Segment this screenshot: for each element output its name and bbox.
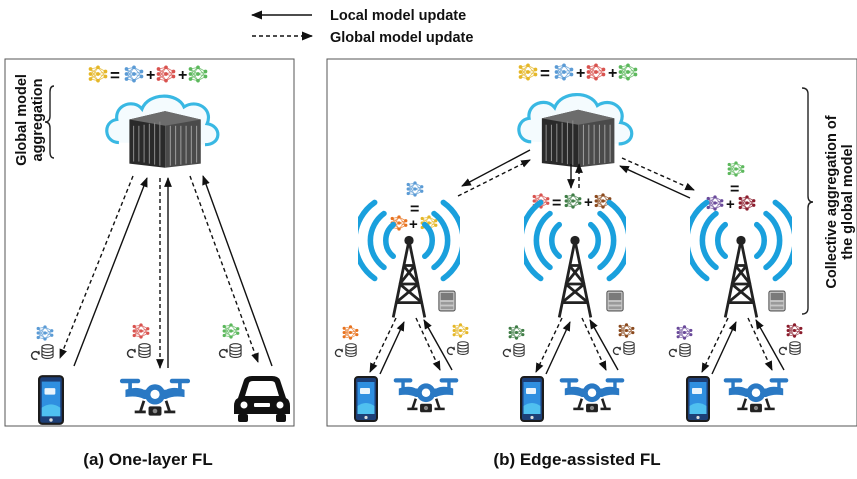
panel-b-aggregation-equation: = + + (518, 63, 638, 83)
neural-network-icon (564, 192, 582, 210)
cloud-server-icon (105, 94, 220, 170)
panel-a-side-label: Global model aggregation (14, 74, 46, 166)
edge-node-1: = + (355, 180, 463, 317)
sync-icon (612, 346, 622, 356)
panel-b-cloud-edge-arrows (457, 149, 695, 199)
sync-icon (30, 350, 41, 361)
neural-network-icon (508, 324, 525, 341)
drone-icon (722, 376, 790, 414)
database-icon (345, 343, 357, 357)
panel-b-side-label: Collective aggregation of the global mod… (824, 115, 856, 288)
sync-icon (126, 348, 137, 359)
database-icon (41, 344, 54, 359)
panel-b-devices (354, 376, 790, 422)
cloud-server-icon (517, 92, 634, 170)
svg-text:+: + (584, 194, 593, 211)
svg-text:=: = (730, 181, 739, 198)
neural-network-icon (738, 194, 756, 212)
svg-text:=: = (410, 201, 419, 218)
edge-server-icon (606, 290, 624, 312)
database-icon (623, 341, 635, 355)
svg-text:+: + (608, 65, 617, 82)
sync-icon (446, 346, 456, 356)
neural-network-icon (554, 63, 574, 81)
panel-a-side-label-line2: aggregation (30, 79, 46, 162)
neural-network-icon (618, 63, 638, 81)
panel-a-brace (44, 85, 55, 159)
neural-network-icon (132, 322, 150, 340)
drone-icon (392, 376, 460, 414)
svg-text:+: + (576, 65, 585, 82)
neural-network-icon (156, 65, 176, 83)
neural-network-icon (36, 324, 54, 342)
smartphone-icon (686, 376, 710, 422)
panel-b-side-label-line2: the global model (840, 144, 856, 259)
neural-network-icon (586, 63, 606, 81)
edge-node-3: = + (687, 160, 795, 317)
panel-edge-assisted-fl: = + + = + = (326, 58, 857, 469)
svg-text:=: = (110, 66, 120, 85)
database-icon (513, 343, 525, 357)
neural-network-icon (452, 322, 469, 339)
neural-network-icon (124, 65, 144, 83)
svg-text:+: + (178, 67, 187, 84)
database-icon (138, 343, 151, 358)
sync-icon (334, 348, 344, 358)
neural-network-icon (676, 324, 693, 341)
edge-server-icon (438, 290, 456, 312)
panel-a-caption: (a) One-layer FL (83, 450, 212, 469)
neural-network-icon (727, 160, 745, 178)
legend-local-label: Local model update (330, 8, 466, 24)
panel-b-edge-device-arrows (369, 317, 785, 375)
svg-text:+: + (726, 196, 735, 213)
neural-network-icon (222, 322, 240, 340)
sync-icon (218, 348, 229, 359)
sync-icon (668, 348, 678, 358)
sync-icon (778, 346, 788, 356)
database-icon (457, 341, 469, 355)
edge-server-icon (768, 290, 786, 312)
svg-text:=: = (552, 195, 561, 212)
panel-a-device-car (218, 322, 290, 422)
database-icon (679, 343, 691, 357)
neural-network-icon (342, 324, 359, 341)
panel-a-frame (4, 58, 295, 427)
neural-network-icon (188, 65, 208, 83)
database-icon (789, 341, 801, 355)
sync-icon (502, 348, 512, 358)
smartphone-icon (38, 375, 64, 425)
smartphone-icon (354, 376, 378, 422)
neural-network-icon (518, 63, 538, 81)
panel-a-device-phone (30, 324, 64, 425)
neural-network-icon (88, 65, 108, 83)
panel-a-aggregation-equation: = + + (88, 65, 208, 85)
svg-text:+: + (409, 216, 418, 233)
legend-global-label: Global model update (330, 30, 473, 46)
panel-a-side-label-line1: Global model (14, 74, 30, 166)
car-icon (234, 376, 290, 422)
panel-a-device-drone (118, 322, 192, 418)
drone-icon (558, 376, 626, 414)
panel-b-caption: (b) Edge-assisted FL (493, 450, 660, 469)
legend: Local model update Global model update (250, 8, 473, 46)
panel-one-layer-fl: Global model aggregation = + + (4, 58, 295, 469)
panel-b-brace (801, 87, 814, 315)
svg-text:=: = (540, 64, 550, 83)
drone-icon (118, 377, 192, 418)
panel-b-frame (326, 58, 857, 427)
database-icon (229, 343, 242, 358)
panel-b-side-label-line1: Collective aggregation of (824, 115, 840, 288)
edge-node-2: = + (521, 192, 629, 317)
panel-a-arrows (59, 175, 273, 369)
neural-network-icon (618, 322, 635, 339)
svg-text:+: + (146, 67, 155, 84)
neural-network-icon (406, 180, 424, 198)
smartphone-icon (520, 376, 544, 422)
neural-network-icon (786, 322, 803, 339)
